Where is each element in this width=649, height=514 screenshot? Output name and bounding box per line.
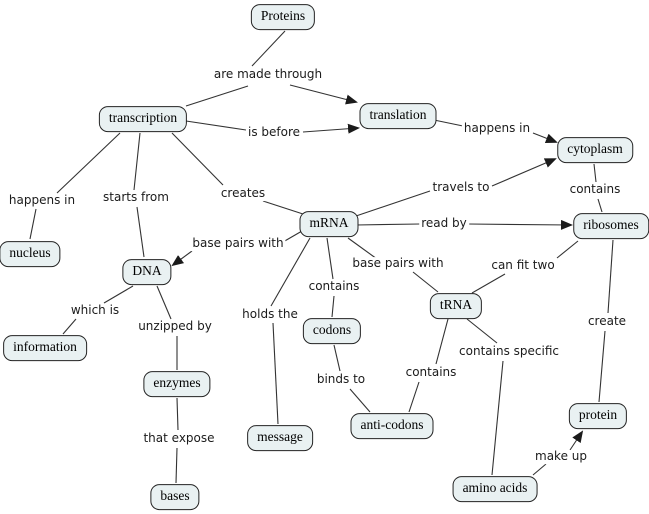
edge-happens-in-to-cytoplasm [532, 132, 558, 144]
edge-contains-to-ribosomes [597, 198, 603, 213]
edge-label-holds-the[interactable]: holds the [240, 307, 300, 322]
edge-label-make-up[interactable]: make up [533, 449, 589, 464]
edge-cytoplasm-to-contains [593, 163, 597, 183]
edge-base-pairs-with-2-to-trna [412, 271, 439, 293]
edge-mrna-to-read-by [355, 223, 421, 226]
edge-ribosomes-to-can-fit-two [556, 240, 579, 259]
node-nucleus[interactable]: nucleus [0, 241, 61, 267]
edge-holds-the-to-message [272, 322, 279, 425]
node-transcription[interactable]: transcription [98, 106, 188, 132]
edge-ribosomes-to-create [607, 239, 614, 314]
edge-mrna-to-base-pairs-with-1 [282, 230, 303, 243]
edge-base-pairs-with-1-to-dna [171, 250, 193, 267]
edge-label-can-fit-two[interactable]: can fit two [489, 258, 557, 273]
node-ribosomes[interactable]: ribosomes [573, 213, 649, 239]
node-proteins[interactable]: Proteins [250, 4, 316, 30]
edge-label-read-by[interactable]: read by [419, 216, 469, 231]
node-trna[interactable]: tRNA [429, 293, 483, 319]
edge-creates-to-mrna [262, 200, 304, 215]
edge-label-contains-cyto[interactable]: contains [567, 182, 623, 197]
edge-label-contains-specific[interactable]: contains specific [457, 344, 561, 359]
node-cytoplasm[interactable]: cytoplasm [557, 137, 633, 163]
edge-label-starts-from[interactable]: starts from [101, 190, 171, 205]
edge-label-that-expose[interactable]: that expose [141, 431, 217, 446]
edge-can-fit-two-to-trna [471, 273, 506, 294]
edge-codons-to-binds-to [333, 344, 341, 372]
edge-mrna-to-contains [326, 237, 334, 280]
node-anti-codons[interactable]: anti-codons [350, 413, 434, 439]
edge-label-unzipped-by[interactable]: unzipped by [136, 319, 214, 334]
edge-starts-from-to-dna [136, 206, 145, 258]
edge-label-happens-in-right[interactable]: happens in [461, 121, 533, 136]
node-mrna[interactable]: mRNA [299, 211, 359, 237]
node-information[interactable]: information [3, 335, 87, 361]
node-enzymes[interactable]: enzymes [143, 371, 211, 397]
node-message[interactable]: message [247, 425, 313, 451]
edge-label-contains-mrna[interactable]: contains [306, 279, 362, 294]
node-translation[interactable]: translation [359, 103, 437, 129]
edge-transcription-to-creates [171, 132, 224, 186]
edge-transcription-to-starts-from [133, 132, 141, 191]
edge-label-happens-in-left[interactable]: happens in [6, 193, 78, 208]
edge-which-is-to-information [62, 318, 77, 335]
node-amino-acids[interactable]: amino acids [452, 476, 538, 502]
edge-label-creates[interactable]: creates [218, 186, 268, 201]
edge-are-made-through-to-transcription [185, 85, 249, 107]
edge-label-binds-to[interactable]: binds to [314, 372, 368, 387]
edge-binds-to-to-anti-codons [349, 388, 371, 413]
edge-trna-to-contains-specific [466, 318, 498, 344]
node-dna[interactable]: DNA [122, 259, 172, 285]
edge-contains-2-to-anti-codons [408, 381, 420, 413]
edge-mrna-to-holds-the [270, 237, 311, 307]
edge-dna-to-which-is [103, 285, 134, 304]
edge-dna-to-unzipped-by [156, 285, 172, 320]
edge-contains-to-codons [331, 295, 335, 318]
edge-is-before-to-translation [302, 123, 360, 134]
edge-transcription-to-is-before [185, 120, 247, 131]
node-bases[interactable]: bases [150, 484, 200, 510]
edge-translation-to-happens-in [433, 119, 464, 127]
edge-label-are-made-through[interactable]: are made through [211, 67, 325, 82]
edge-that-expose-to-bases [175, 447, 178, 484]
edge-create-to-protein [598, 330, 606, 403]
edge-label-is-before[interactable]: is before [245, 125, 303, 140]
edge-contains-specific-to-amino-acids [491, 360, 504, 476]
edge-travels-to-to-cytoplasm [491, 158, 557, 187]
edge-mrna-to-travels-to [355, 190, 431, 217]
edge-amino-acids-to-make-up [532, 463, 547, 476]
edge-label-base-pairs-with-2[interactable]: base pairs with [350, 256, 446, 271]
edge-label-which-is[interactable]: which is [68, 303, 122, 318]
node-codons[interactable]: codons [302, 318, 362, 344]
edge-happens-in-left-to-nucleus [29, 208, 37, 240]
edge-label-create[interactable]: create [585, 314, 629, 329]
edge-read-by-to-ribosomes [467, 219, 573, 230]
edge-mrna-to-base-pairs-with-2 [347, 237, 378, 260]
edge-trna-to-contains-2 [435, 318, 449, 365]
edge-label-contains-trna[interactable]: contains [403, 365, 459, 380]
edge-transcription-to-happens-in-left [56, 132, 121, 194]
edge-make-up-to-protein [569, 430, 584, 451]
node-protein[interactable]: protein [568, 403, 628, 429]
edge-label-base-pairs-with-1[interactable]: base pairs with [190, 236, 286, 251]
edge-label-travels-to[interactable]: travels to [430, 180, 492, 195]
edge-proteins-to-are-made-through [251, 30, 286, 67]
edge-are-made-through-to-translation [289, 84, 358, 105]
edge-enzymes-to-that-expose [176, 397, 179, 431]
